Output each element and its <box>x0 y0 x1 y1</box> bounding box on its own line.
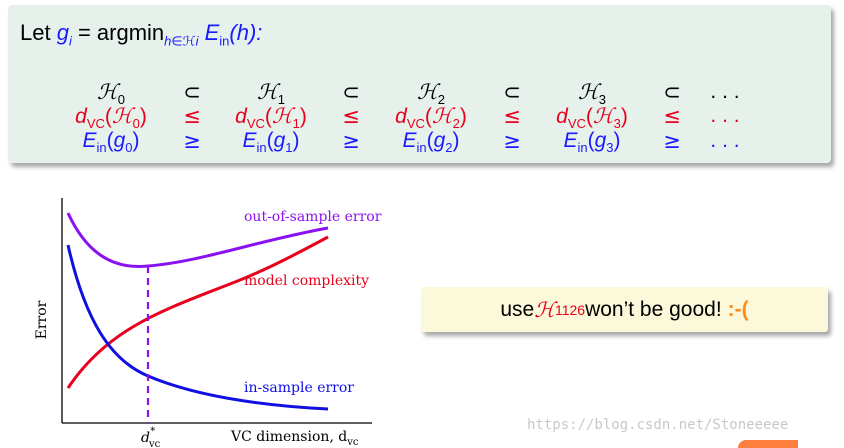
geq-operator: ≥ <box>503 129 521 153</box>
geq-operator: ≥ <box>663 129 681 153</box>
hypothesis-set-index: 1126 <box>554 301 586 318</box>
hypothesis-set-0: ℋ0 <box>97 80 125 108</box>
model-complexity-curve <box>66 235 329 389</box>
in-sample-error-label: in-sample error <box>244 380 354 396</box>
subset-operator: ⊂ <box>663 80 681 104</box>
ellipsis: . . . <box>710 129 740 152</box>
y-axis-label: Error <box>34 300 50 339</box>
in-sample-error-1: Ein(g1) <box>242 129 300 156</box>
sad-emoticon: :-( <box>727 297 749 321</box>
geq-operator: ≥ <box>183 129 201 153</box>
note-suffix: won’t be good! <box>585 297 722 321</box>
optimum-label: dvc* <box>141 426 161 448</box>
leq-operator: ≤ <box>663 104 681 128</box>
vc-dimension-1: dVC(ℋ1) <box>235 104 307 132</box>
ellipsis: . . . <box>710 104 740 127</box>
in-sample-error-2: Ein(g2) <box>402 129 460 156</box>
corner-accent <box>738 440 798 448</box>
out-of-sample-error-curve <box>66 212 329 268</box>
hypothesis-set-2: ℋ2 <box>417 80 445 108</box>
in-sample-error-3: Ein(g3) <box>563 129 621 156</box>
hypothesis-set-3: ℋ3 <box>578 80 606 108</box>
hypothesis-set-symbol: ℋ <box>534 297 555 322</box>
subset-operator: ⊂ <box>342 80 360 104</box>
subset-operator: ⊂ <box>183 80 201 104</box>
in-sample-error-0: Ein(g0) <box>82 129 140 156</box>
hypothesis-set-1: ℋ1 <box>257 80 285 108</box>
geq-operator: ≥ <box>342 129 360 153</box>
vc-dimension-3: dVC(ℋ3) <box>556 104 628 132</box>
definition-box: Let gi = argminh∈ℋi Ein(h): ℋ0 ⊂ ℋ1 ⊂ ℋ2… <box>8 5 831 163</box>
vc-dimension-0: dVC(ℋ0) <box>75 104 147 132</box>
note-prefix: use <box>500 297 535 321</box>
out-of-sample-error-label: out-of-sample error <box>244 209 382 225</box>
error-vs-vc-dimension-chart: out-of-sample error model complexity in-… <box>34 198 382 448</box>
leq-operator: ≤ <box>183 104 201 128</box>
model-complexity-label: model complexity <box>244 273 369 289</box>
vc-dimension-2: dVC(ℋ2) <box>395 104 467 132</box>
leq-operator: ≤ <box>503 104 521 128</box>
x-axis-label: VC dimension, dvc <box>230 429 359 448</box>
subset-operator: ⊂ <box>503 80 521 104</box>
leq-operator: ≤ <box>342 104 360 128</box>
ellipsis: . . . <box>710 80 740 103</box>
watermark: https://blog.csdn.net/Stoneeeee <box>527 417 789 433</box>
argmin-definition: Let gi = argminh∈ℋi Ein(h): <box>20 20 263 49</box>
